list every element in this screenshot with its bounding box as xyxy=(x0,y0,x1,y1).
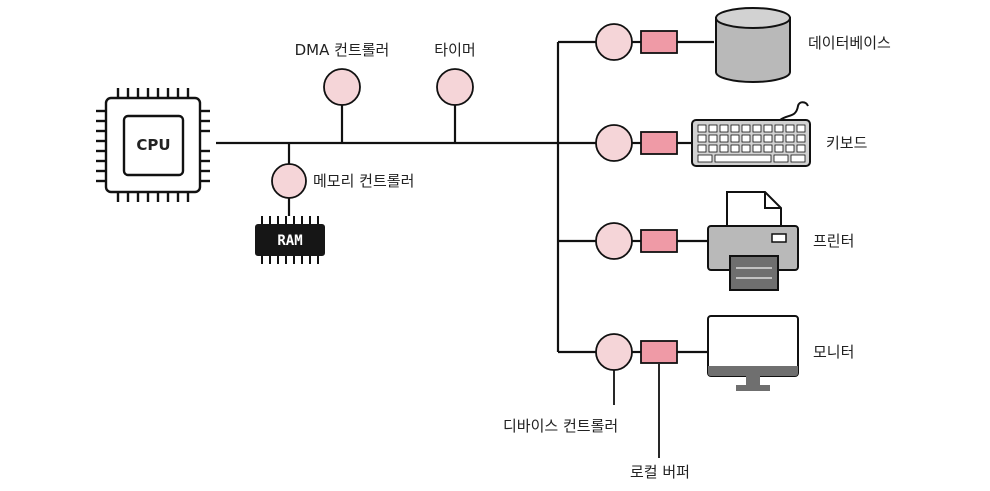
local-buffer-2 xyxy=(640,131,678,155)
cpu-label: CPU xyxy=(136,136,170,154)
device-controller-node-4 xyxy=(595,333,633,371)
printer-icon xyxy=(707,191,799,291)
local-buffer-1 xyxy=(640,30,678,54)
monitor-label: 모니터 xyxy=(813,343,854,361)
keyboard-label: 키보드 xyxy=(826,134,868,152)
device-controller-annotation: 디바이스 컨트롤러 xyxy=(503,417,618,435)
ram-chip-icon: RAM xyxy=(255,216,325,264)
timer-label: 타이머 xyxy=(434,41,475,59)
device-controller-node-3 xyxy=(595,222,633,260)
memory-controller-node xyxy=(271,163,307,199)
cpu-chip-icon: CPU xyxy=(96,88,210,202)
local-buffer-3 xyxy=(640,229,678,253)
keyboard-icon xyxy=(691,101,811,167)
device-controller-node-1 xyxy=(595,23,633,61)
device-controller-node-2 xyxy=(595,124,633,162)
local-buffer-4 xyxy=(640,340,678,364)
timer-node xyxy=(436,68,474,106)
printer-label: 프린터 xyxy=(813,232,854,250)
dma-controller-label: DMA 컨트롤러 xyxy=(295,41,390,59)
database-label: 데이터베이스 xyxy=(808,34,891,52)
memory-controller-label: 메모리 컨트롤러 xyxy=(313,172,414,190)
bus-lines xyxy=(216,40,714,458)
ram-label: RAM xyxy=(277,233,302,249)
monitor-icon xyxy=(707,315,799,391)
local-buffer-annotation: 로컬 버퍼 xyxy=(630,463,690,481)
database-icon xyxy=(715,7,791,83)
dma-controller-node xyxy=(323,68,361,106)
